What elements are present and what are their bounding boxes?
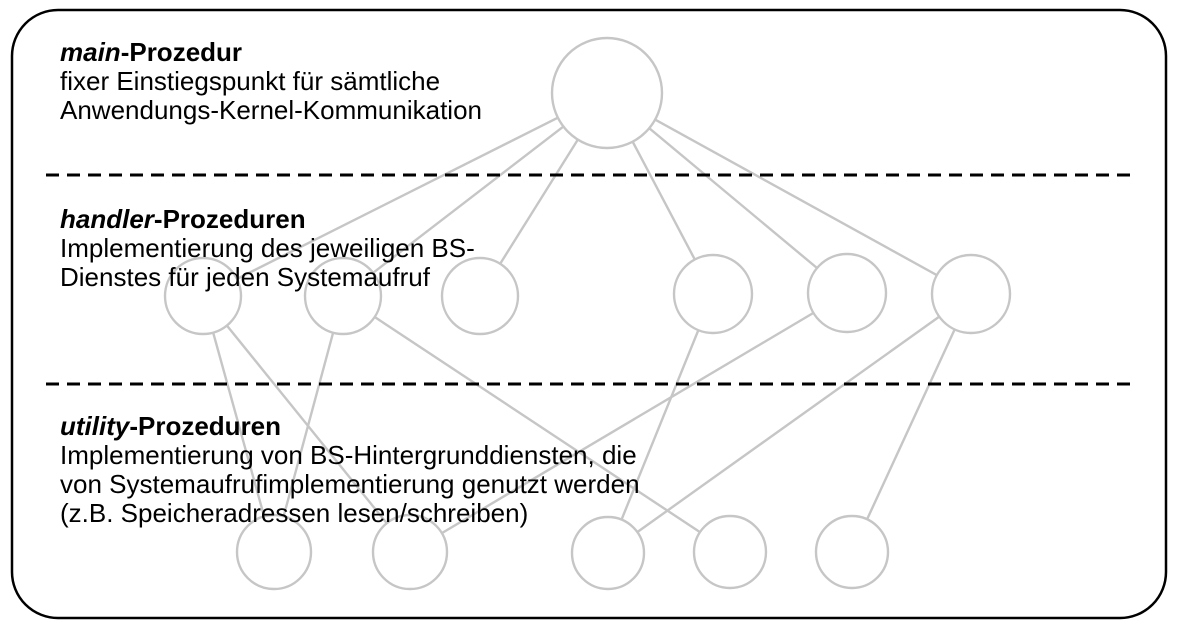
node-h1-handler-procedure [163,256,243,336]
edge-main-h1 [202,91,608,298]
section-handler-title-italic: handler [60,204,154,234]
section-utility: utility-Prozeduren Implementierung von B… [60,412,640,528]
node-u2-utility-procedure [371,513,449,591]
node-layer [163,36,1012,591]
section-utility-desc-line: von Systemaufrufimplementierung genutzt … [60,469,640,499]
node-u3-utility-procedure [570,515,646,591]
node-u4-utility-procedure [692,514,768,590]
section-main-title-rest: -Prozedur [120,37,243,67]
edge-h2-u4 [342,294,731,554]
node-u1-utility-procedure [235,513,313,591]
section-handler-title-rest: -Prozeduren [153,204,306,234]
edge-h6-u3 [607,293,972,554]
section-handler: handler-Prozeduren Implementierung des j… [60,205,475,292]
section-utility-desc-line: (z.B. Speicheradressen lesen/schreiben) [60,498,529,528]
section-main-desc-line: fixer Einstiegspunkt für sämtliche [60,66,441,96]
figure-border [10,8,1168,620]
edge-main-h6 [606,91,972,296]
border-layer [10,8,1168,620]
node-h2-handler-procedure [303,256,383,336]
section-main-desc-line: Anwendungs-Kernel-Kommunikation [60,95,483,125]
section-handler-title: handler-Prozeduren [60,205,475,234]
node-h3-handler-procedure [440,256,520,336]
node-h5-handler-procedure [806,252,888,334]
node-h4-handler-procedure [672,253,754,335]
section-utility-title-rest: -Prozeduren [129,411,282,441]
section-main: main-Prozedur fixer Einstiegspunkt für s… [60,38,482,125]
section-utility-title: utility-Prozeduren [60,412,640,441]
node-main-main-procedure [550,36,664,150]
node-u5-utility-procedure [814,514,890,590]
edge-h6-u5 [850,293,973,553]
section-utility-title-italic: utility [60,411,130,441]
edge-h1-u1 [201,295,276,553]
section-utility-desc-line: Implementierung von BS-Hintergrunddienst… [60,440,637,470]
edge-h5-u2 [409,291,848,554]
section-main-title-italic: main [60,37,121,67]
section-handler-desc-line: Dienstes für jeden Systemaufruf [60,262,430,292]
edge-h4-u3 [606,293,715,554]
edge-layer [201,91,973,554]
section-handler-desc-line: Implementierung des jeweiligen BS- [60,233,475,263]
node-h6-handler-procedure [930,253,1012,335]
divider-layer [46,173,1132,386]
section-main-title: main-Prozedur [60,38,482,67]
edge-h2-u1 [272,295,345,553]
edge-h1-u2 [202,295,411,553]
